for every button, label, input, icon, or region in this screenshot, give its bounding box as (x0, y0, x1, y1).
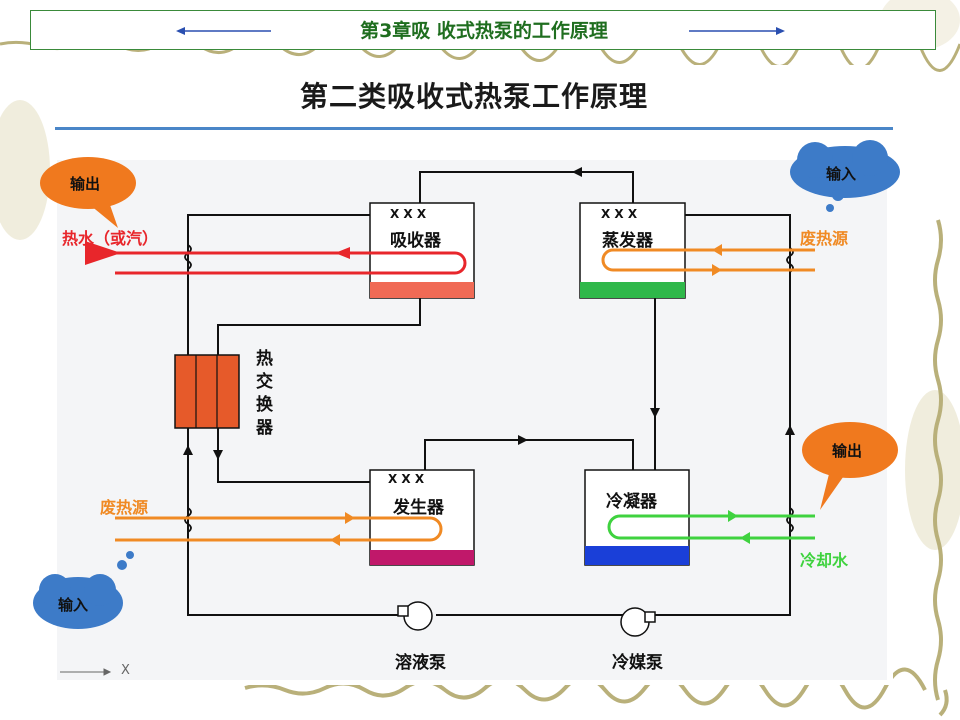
output-label-right: 输出 (832, 442, 863, 460)
input-label-top-right: 输入 (826, 165, 857, 183)
coil-marks (184, 244, 794, 533)
flow-arrow-evap-down (650, 408, 660, 418)
flow-arrow-right-up (785, 425, 795, 435)
refrigerant-pump-icon (620, 607, 656, 637)
generator-spray-marks: X X X (388, 472, 425, 486)
right-arrow-icon (776, 27, 785, 35)
condenser-label: 冷凝器 (606, 492, 657, 512)
heat-exchanger-char-4: 器 (256, 418, 273, 438)
flow-arrow-top (572, 167, 582, 177)
vine-right (933, 219, 943, 701)
flow-arrow-hx-down (213, 450, 223, 460)
title-divider (55, 127, 893, 130)
solution-pump-label: 溶液泵 (395, 653, 446, 673)
heat-exchanger-label: 热 交 换 器 (256, 348, 278, 440)
absorber-label: 吸收器 (390, 231, 441, 251)
evaporator-spray-marks: X X X (601, 207, 638, 221)
waste-heat-stream-bottom (115, 516, 443, 542)
absorber-unit (369, 202, 475, 299)
heat-exchanger-char-2: 交 (256, 372, 273, 392)
left-arrow-icon (176, 27, 185, 35)
input-cloud-top-right (790, 140, 900, 212)
heat-exchanger-char-3: 换 (256, 395, 273, 415)
waste-heat-label-top: 废热源 (800, 229, 849, 248)
cooling-water-label: 冷却水 (800, 551, 849, 570)
generator-label: 发生器 (393, 498, 444, 518)
evaporator-label: 蒸发器 (602, 231, 653, 251)
hot-water-stream (85, 241, 467, 275)
diagram-title: 第二类吸收式热泵工作原理 (299, 80, 648, 113)
output-bubble-top-left (40, 157, 136, 228)
flow-arrow-mid (518, 435, 528, 445)
output-bubble-right (802, 422, 898, 510)
output-label-top-left: 输出 (70, 175, 101, 193)
waste-heat-label-bottom: 废热源 (100, 498, 149, 517)
input-cloud-bottom-left (33, 551, 134, 629)
absorber-spray-marks: X X X (390, 207, 427, 221)
axis-mark (60, 668, 112, 676)
heat-exchanger-unit (174, 354, 240, 429)
page-title: 第3章吸 收式热泵的工作原理 (360, 20, 608, 42)
hot-water-label: 热水（或汽） (62, 229, 159, 248)
axis-x-label: X (121, 663, 130, 678)
header-arrows (176, 27, 785, 35)
input-label-bottom-left: 输入 (58, 596, 89, 614)
refrigerant-pump-label: 冷媒泵 (612, 653, 663, 673)
cooling-water-stream (607, 514, 815, 540)
heat-exchanger-char-1: 热 (256, 349, 273, 369)
flow-arrow-left-up (183, 445, 193, 455)
header-banner: 第3章吸 收式热泵的工作原理 (30, 10, 936, 50)
circuit-pipes (187, 171, 791, 616)
solution-pump-icon (397, 601, 433, 631)
